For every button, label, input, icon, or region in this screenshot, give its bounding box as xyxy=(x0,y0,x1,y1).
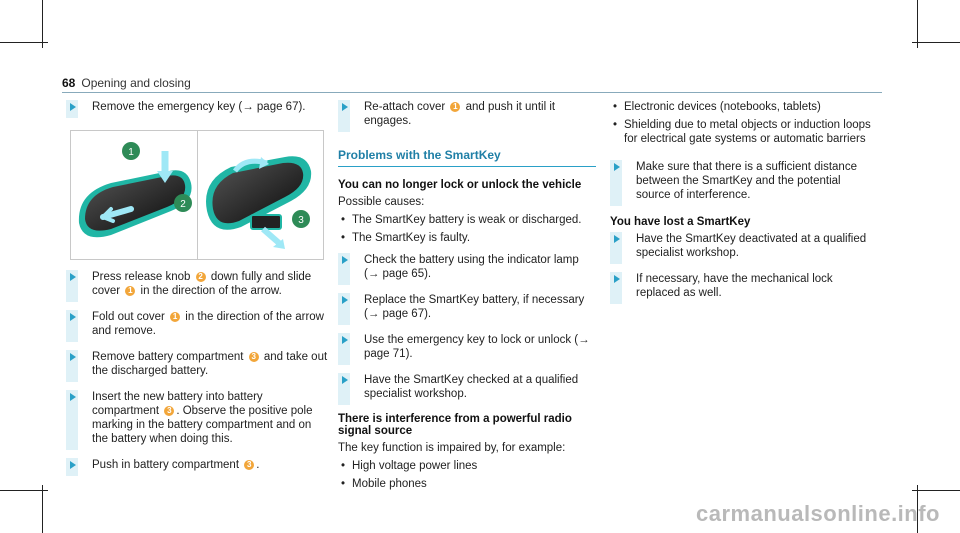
instruction-step: Replace the SmartKey battery, if necessa… xyxy=(338,293,596,325)
step-text: Press release knob xyxy=(92,271,194,283)
step-arrow-icon xyxy=(70,273,76,281)
step-text: Have the SmartKey deactivated at a quali… xyxy=(636,233,867,259)
instruction-step: Remove battery compartment 3 and take ou… xyxy=(66,350,328,382)
callout-badge: 3 xyxy=(248,352,259,362)
problem-title: There is interference from a powerful ra… xyxy=(338,413,572,437)
instruction-step: Make sure that there is a sufficient dis… xyxy=(610,160,872,206)
step-arrow-icon xyxy=(342,376,348,384)
instruction-step: Use the emergency key to lock or unlock … xyxy=(338,333,596,365)
list-item: The SmartKey is faulty. xyxy=(338,231,596,245)
callout-badge: 2 xyxy=(195,272,206,282)
page-number: 68 xyxy=(62,76,76,90)
crop-mark xyxy=(917,485,918,533)
step-arrow-icon xyxy=(70,461,76,469)
instruction-step: Have the SmartKey checked at a qualified… xyxy=(338,373,596,405)
problem-title: You have lost a SmartKey xyxy=(610,216,751,228)
instruction-step: Push in battery compartment 3. xyxy=(66,458,328,476)
instruction-step: Insert the new battery into battery comp… xyxy=(66,390,328,450)
step-text: and push it until it engages. xyxy=(364,101,556,127)
crop-mark xyxy=(912,42,960,43)
interference-list: High voltage power lines Mobile phones xyxy=(338,459,596,491)
step-text: Insert the new battery into battery comp… xyxy=(92,391,263,417)
step-text: . xyxy=(256,459,260,471)
right-column: Electronic devices (notebooks, tablets) … xyxy=(610,100,872,312)
callout-badge: 1 xyxy=(125,286,136,296)
smartkey-illustration: 1 2 3 xyxy=(78,142,312,249)
middle-column: Re-attach cover 1 and push it until it e… xyxy=(338,100,596,499)
figure-callout: 1 xyxy=(128,147,134,158)
causes-list: The SmartKey battery is weak or discharg… xyxy=(338,213,596,245)
step-text: in the direction of the arrow. xyxy=(137,285,282,297)
step-arrow-icon xyxy=(614,163,620,171)
step-arrow-icon xyxy=(342,296,348,304)
instruction-step: If necessary, have the mechanical lock r… xyxy=(610,272,872,304)
callout-badge: 1 xyxy=(450,102,461,112)
problem-title: You can no longer lock or unlock the veh… xyxy=(338,179,582,191)
step-text: Push in battery compartment xyxy=(92,459,243,471)
step-arrow-icon xyxy=(70,353,76,361)
callout-badge: 1 xyxy=(170,312,181,322)
step-text: in the direction of the arrow and remove… xyxy=(92,311,324,337)
step-text: . Observe the positive pole marking in t… xyxy=(92,405,313,445)
step-text: Check the battery using the indicator la… xyxy=(364,254,579,280)
step-arrow-icon xyxy=(70,313,76,321)
key-left-icon: 1 2 xyxy=(78,142,192,238)
instruction-step: Remove the emergency key (→ page 67). xyxy=(66,100,328,118)
callout-badge: 3 xyxy=(164,406,175,416)
section-heading: Problems with the SmartKey xyxy=(338,148,501,162)
step-arrow-icon xyxy=(70,103,76,111)
crop-mark xyxy=(42,485,43,533)
callout-badge: 3 xyxy=(244,460,255,470)
list-item: Electronic devices (notebooks, tablets) xyxy=(610,100,872,114)
step-text: down fully and slide cover xyxy=(92,271,312,297)
left-column: Remove the emergency key (→ page 67). xyxy=(66,100,328,126)
interference-list-continued: Electronic devices (notebooks, tablets) … xyxy=(610,100,872,146)
list-item: The SmartKey battery is weak or discharg… xyxy=(338,213,596,227)
intro-text: The key function is impaired by, for exa… xyxy=(338,442,566,454)
step-text: Have the SmartKey checked at a qualified… xyxy=(364,374,579,400)
causes-label: Possible causes: xyxy=(338,196,425,208)
crop-mark xyxy=(917,0,918,48)
list-item: Mobile phones xyxy=(338,477,596,491)
step-text: If necessary, have the mechanical lock r… xyxy=(636,273,833,299)
instruction-step: Have the SmartKey deactivated at a quali… xyxy=(610,232,872,264)
step-text: Replace the SmartKey battery, if necessa… xyxy=(364,294,585,320)
step-text: Remove the emergency key (→ page 67). xyxy=(92,101,306,113)
step-arrow-icon xyxy=(614,275,620,283)
section-title: Opening and closing xyxy=(81,76,191,90)
step-text: and take out the discharged battery. xyxy=(92,351,328,377)
step-text: Re-attach cover xyxy=(364,101,449,113)
step-arrow-icon xyxy=(342,256,348,264)
step-text: Remove battery compartment xyxy=(92,351,247,363)
step-text: Fold out cover xyxy=(92,311,169,323)
key-right-icon: 3 xyxy=(206,156,312,249)
page-header: 68 Opening and closing xyxy=(62,76,191,90)
step-arrow-icon xyxy=(70,393,76,401)
header-rule xyxy=(62,92,882,93)
step-text: Use the emergency key to lock or unlock … xyxy=(364,334,590,360)
list-item: Shielding due to metal objects or induct… xyxy=(610,118,872,146)
step-arrow-icon xyxy=(342,103,348,111)
left-steps: Press release knob 2 down fully and slid… xyxy=(66,270,328,484)
list-item: High voltage power lines xyxy=(338,459,596,473)
crop-mark xyxy=(912,490,960,491)
crop-mark xyxy=(42,0,43,48)
figure-callout: 2 xyxy=(180,199,186,210)
instruction-step: Re-attach cover 1 and push it until it e… xyxy=(338,100,596,132)
step-arrow-icon xyxy=(614,235,620,243)
instruction-step: Fold out cover 1 in the direction of the… xyxy=(66,310,328,342)
heading-rule xyxy=(338,166,596,167)
instruction-step: Check the battery using the indicator la… xyxy=(338,253,596,285)
watermark: carmanualsonline.info xyxy=(696,501,940,526)
crop-mark xyxy=(0,490,48,491)
crop-mark xyxy=(0,42,48,43)
figure-callout: 3 xyxy=(298,215,304,226)
step-text: Make sure that there is a sufficient dis… xyxy=(636,161,857,201)
step-arrow-icon xyxy=(342,336,348,344)
instruction-step: Press release knob 2 down fully and slid… xyxy=(66,270,328,302)
key-battery-figure: 1 2 3 xyxy=(70,130,324,260)
